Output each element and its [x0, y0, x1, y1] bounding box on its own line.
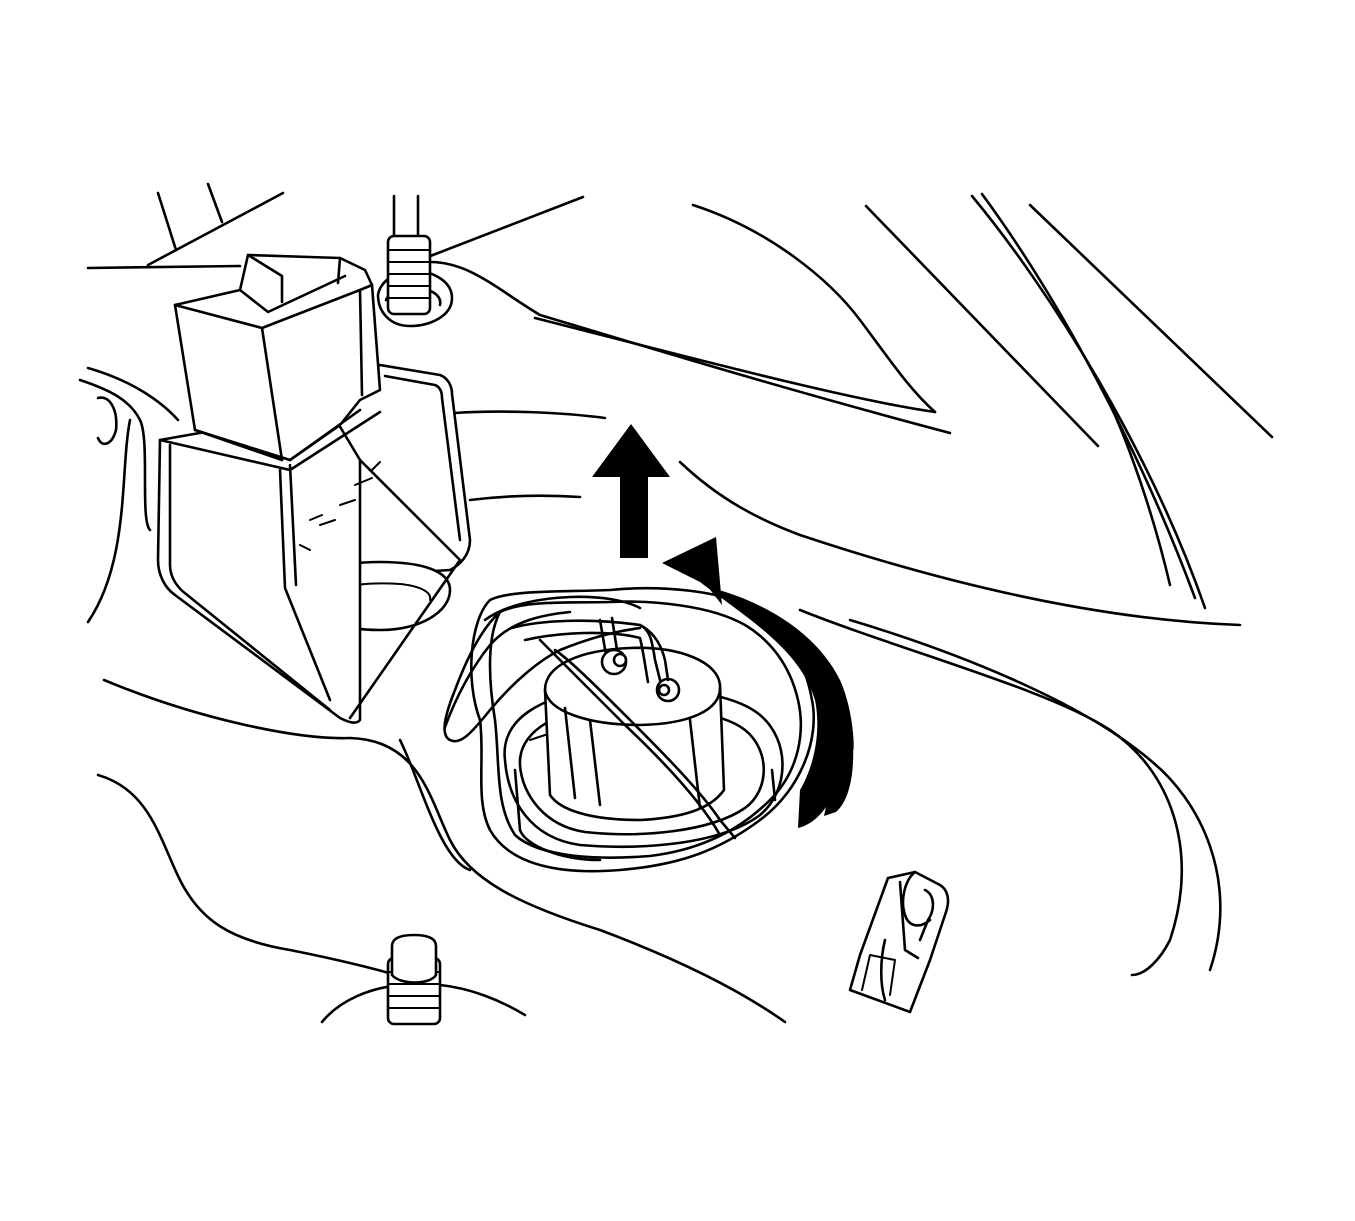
stud-top: [376, 194, 454, 328]
fuel-pump-module: [470, 586, 816, 873]
upward-arrow: [592, 424, 670, 558]
left-housing: [78, 366, 787, 1024]
tank-outline: [86, 182, 1274, 977]
stud-bottom: [320, 933, 527, 1026]
rotation-arrow: [662, 537, 854, 828]
fuel-pipes: [443, 595, 737, 840]
retaining-clip: [848, 870, 950, 1014]
electrical-connector: [156, 253, 472, 724]
